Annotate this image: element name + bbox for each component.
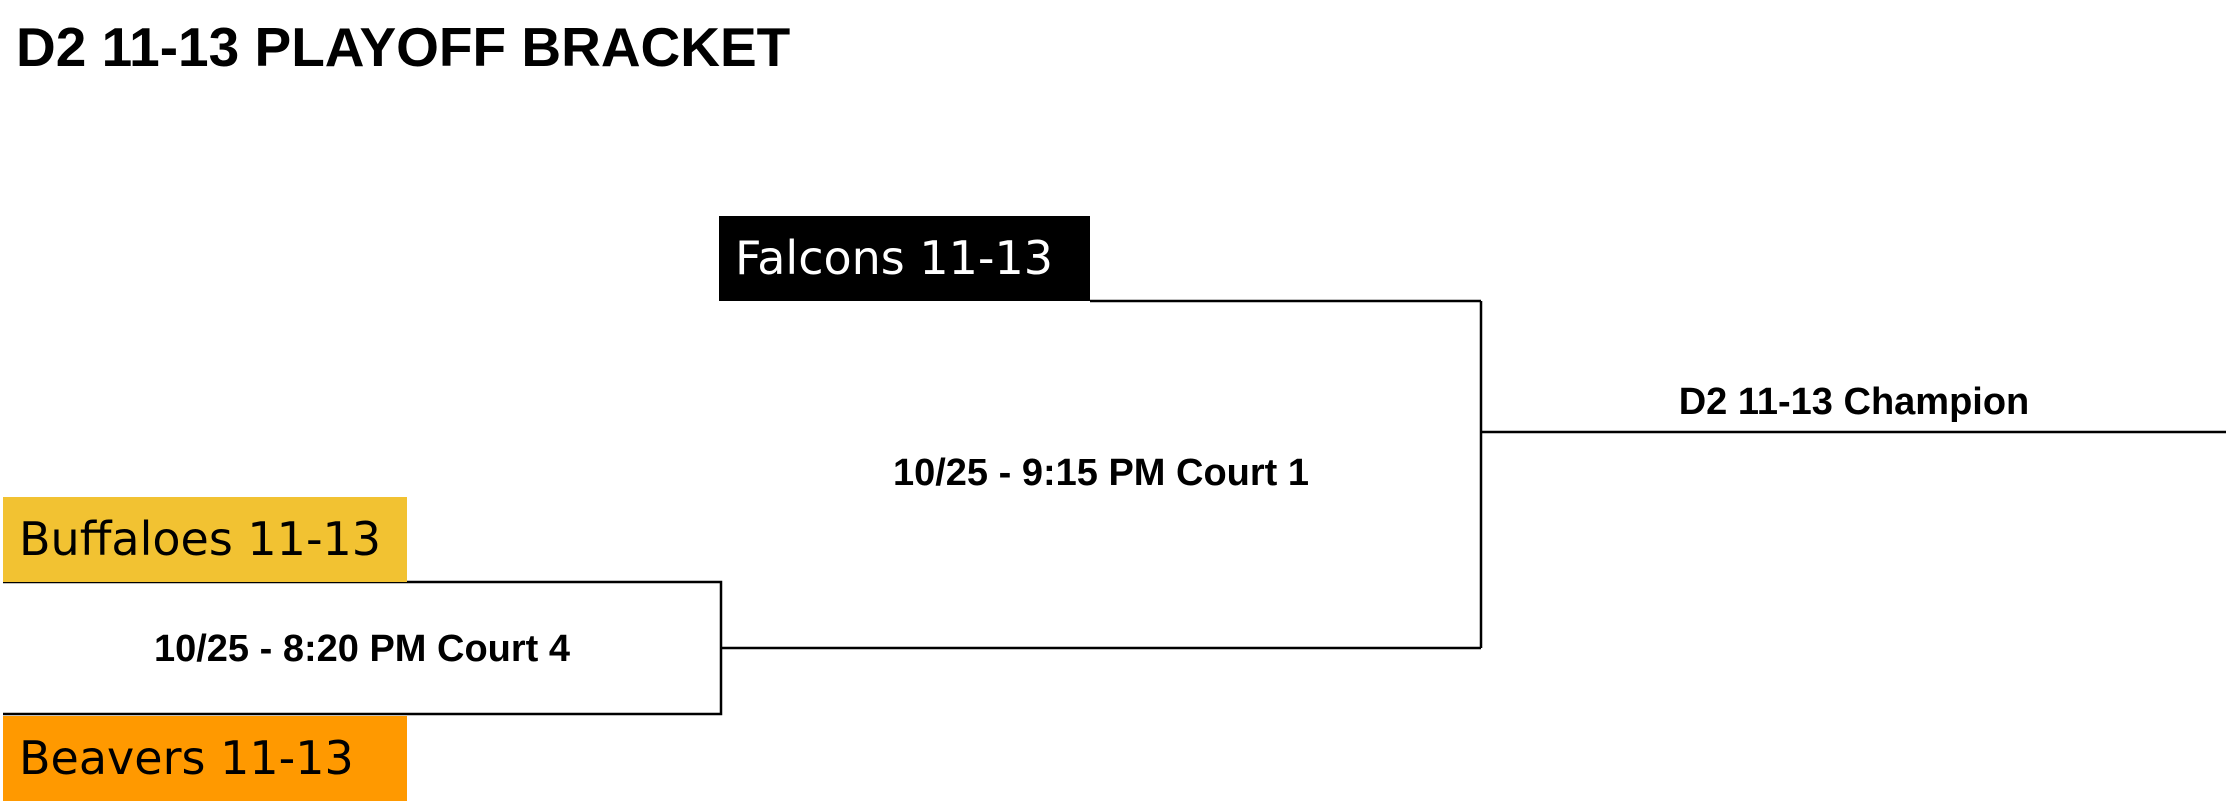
champion-label: D2 11-13 Champion (1678, 381, 2030, 423)
page-title: D2 11-13 PLAYOFF BRACKET (16, 16, 791, 78)
team-buffaloes: Buffaloes 11-13 (3, 497, 407, 582)
game-1-schedule: 10/25 - 8:20 PM Court 4 (153, 628, 571, 670)
team-falcons: Falcons 11-13 (719, 216, 1090, 301)
team-beavers: Beavers 11-13 (3, 716, 407, 801)
game-2-schedule: 10/25 - 9:15 PM Court 1 (892, 452, 1310, 494)
